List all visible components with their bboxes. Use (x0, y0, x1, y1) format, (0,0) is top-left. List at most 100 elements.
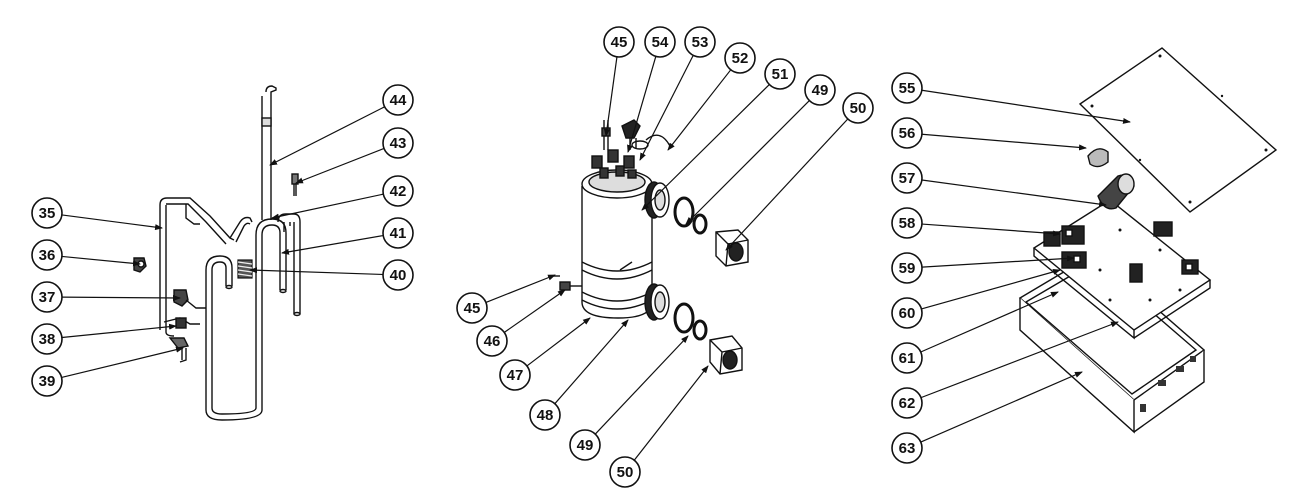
balloon-46: 46 (476, 289, 566, 357)
balloon-label: 54 (652, 34, 669, 51)
balloon-circle (31, 323, 63, 355)
balloon-label: 37 (39, 289, 56, 306)
balloon-circle (382, 259, 414, 291)
balloon-44: 44 (269, 84, 414, 166)
leader-line (485, 274, 556, 304)
balloon-circle (529, 399, 561, 431)
leader-line (603, 56, 618, 137)
balloon-circle (804, 74, 836, 106)
balloon-59: 59 (891, 252, 1075, 284)
balloon-37: 37 (31, 281, 181, 313)
balloon-circle (31, 197, 63, 229)
balloon-label: 43 (390, 135, 407, 152)
balloon-52: 52 (667, 42, 756, 151)
balloon-label: 45 (611, 34, 628, 51)
balloon-41: 41 (281, 217, 414, 255)
balloon-45: 45 (456, 274, 556, 324)
balloon-label: 63 (899, 440, 916, 457)
balloon-circle (456, 292, 488, 324)
balloon-63: 63 (891, 371, 1083, 464)
balloon-circle (603, 26, 635, 58)
balloon-58: 58 (891, 207, 1061, 239)
balloon-60: 60 (891, 269, 1061, 329)
balloon-label: 50 (617, 464, 634, 481)
leader-line (627, 56, 657, 153)
leader-line (633, 365, 709, 461)
leader-line (921, 269, 1061, 310)
tubing-assembly-drawing (133, 85, 301, 421)
balloon-circle (891, 117, 923, 149)
balloon-label: 47 (507, 367, 524, 384)
balloon-label: 55 (899, 80, 916, 97)
balloon-circle (476, 325, 508, 357)
balloon-circle (891, 162, 923, 194)
leader-line (61, 294, 181, 301)
balloon-circle (382, 175, 414, 207)
control-box-drawing (1018, 47, 1278, 434)
balloon-label: 57 (899, 170, 916, 187)
balloon-label: 41 (390, 225, 407, 242)
balloon-label: 40 (390, 267, 407, 284)
balloon-label: 53 (692, 34, 709, 51)
balloon-61: 61 (891, 291, 1059, 374)
leader-line (920, 371, 1083, 443)
balloon-49: 49 (685, 74, 836, 225)
leader-line (281, 234, 384, 255)
balloon-label: 50 (850, 100, 867, 117)
balloon-circle (842, 92, 874, 124)
leader-line (526, 317, 591, 367)
balloon-57: 57 (891, 162, 1107, 208)
leader-line (295, 147, 385, 184)
balloon-circle (684, 26, 716, 58)
balloon-label: 60 (899, 305, 916, 322)
balloon-47: 47 (499, 317, 591, 391)
leader-line (921, 255, 1075, 268)
balloon-circle (891, 432, 923, 464)
leader-line (639, 55, 694, 161)
balloon-label: 51 (772, 66, 789, 83)
balloon-circle (724, 42, 756, 74)
leader-line (61, 255, 141, 267)
balloon-label: 62 (899, 395, 916, 412)
leader-line (920, 321, 1119, 399)
balloon-label: 59 (899, 260, 916, 277)
balloon-circle (891, 387, 923, 419)
leader-line (725, 118, 849, 251)
balloon-50: 50 (725, 92, 874, 251)
balloon-label: 46 (484, 333, 501, 350)
balloon-36: 36 (31, 239, 141, 271)
filter-housing-drawing (548, 119, 749, 375)
leader-line (271, 193, 384, 220)
leader-line (61, 214, 163, 231)
balloon-label: 42 (390, 183, 407, 200)
leader-line (503, 289, 566, 333)
balloon-label: 48 (537, 407, 554, 424)
balloon-circle (382, 84, 414, 116)
balloon-circle (31, 365, 63, 397)
leader-line (667, 69, 732, 151)
balloon-38: 38 (31, 323, 177, 355)
balloon-label: 52 (732, 50, 749, 67)
leader-line (61, 346, 184, 379)
leader-line (61, 323, 177, 339)
balloon-40: 40 (249, 259, 414, 291)
balloon-circle (382, 217, 414, 249)
balloon-53: 53 (639, 26, 716, 161)
balloon-42: 42 (271, 175, 414, 220)
balloon-circle (891, 297, 923, 329)
leader-line (920, 291, 1059, 353)
balloon-55: 55 (891, 72, 1131, 124)
leader-line (685, 100, 810, 225)
balloon-43: 43 (295, 127, 414, 184)
balloon-circle (569, 429, 601, 461)
leader-line (269, 106, 385, 166)
balloon-54: 54 (627, 26, 676, 153)
balloon-51: 51 (641, 58, 796, 211)
leader-line (641, 84, 770, 211)
balloon-56: 56 (891, 117, 1087, 151)
balloon-circle (609, 456, 641, 488)
leader-line (249, 267, 384, 276)
leader-line (594, 335, 689, 435)
